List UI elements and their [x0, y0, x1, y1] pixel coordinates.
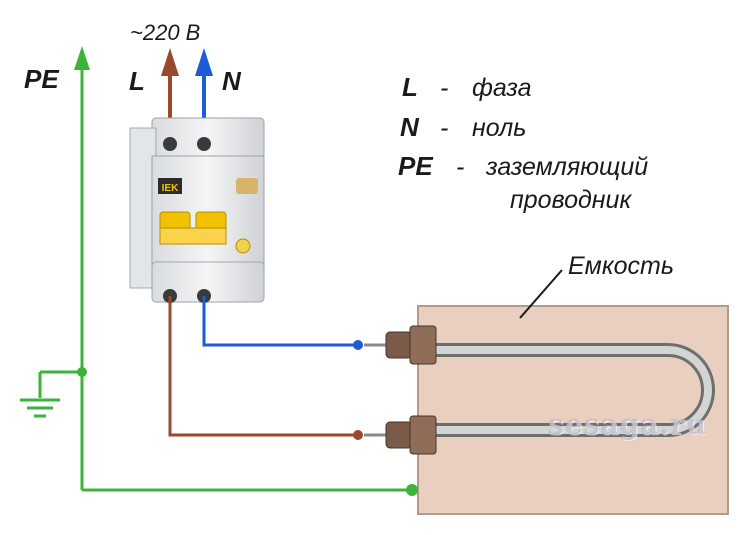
- ground-symbol-icon: [20, 372, 60, 418]
- l-terminal-label: L: [129, 66, 145, 96]
- legend-pe-dash: -: [456, 153, 465, 181]
- legend-n-dash: -: [440, 114, 449, 142]
- legend-n-key: N: [400, 112, 419, 142]
- tank-label-leader: [519, 269, 563, 319]
- neutral-load-terminal: [353, 340, 363, 350]
- tank-label: Емкость: [568, 252, 674, 280]
- legend-pe-text-line2: проводник: [510, 186, 632, 214]
- legend-pe-key: PE: [398, 151, 433, 181]
- tank-body: [417, 305, 729, 515]
- arrow-up-icon: [74, 46, 90, 70]
- legend-l-dash: -: [440, 74, 449, 102]
- circuit-breaker: [129, 117, 265, 303]
- breaker-brand: IEK: [162, 183, 179, 194]
- supply-voltage-label: ~220 В: [130, 20, 201, 45]
- heating-element-icon: [364, 325, 715, 455]
- legend-l-key: L: [402, 72, 418, 102]
- pe-terminal-label: PE: [24, 64, 59, 94]
- pe-wire: [40, 70, 412, 492]
- phase-load-wire: [168, 296, 358, 437]
- n-terminal-label: N: [222, 66, 241, 96]
- legend-pe-text-line1: заземляющий: [486, 153, 649, 181]
- phase-load-terminal: [353, 430, 363, 440]
- legend-l-text: фаза: [472, 74, 532, 102]
- legend-n-text: ноль: [472, 114, 527, 142]
- neutral-load-wire: [202, 296, 358, 347]
- watermark: sesaga.ru: [548, 408, 708, 441]
- arrow-up-icon: [195, 48, 213, 76]
- arrow-up-icon: [161, 48, 179, 76]
- tank-ground-terminal: [406, 484, 418, 496]
- junction-dot: [77, 367, 87, 377]
